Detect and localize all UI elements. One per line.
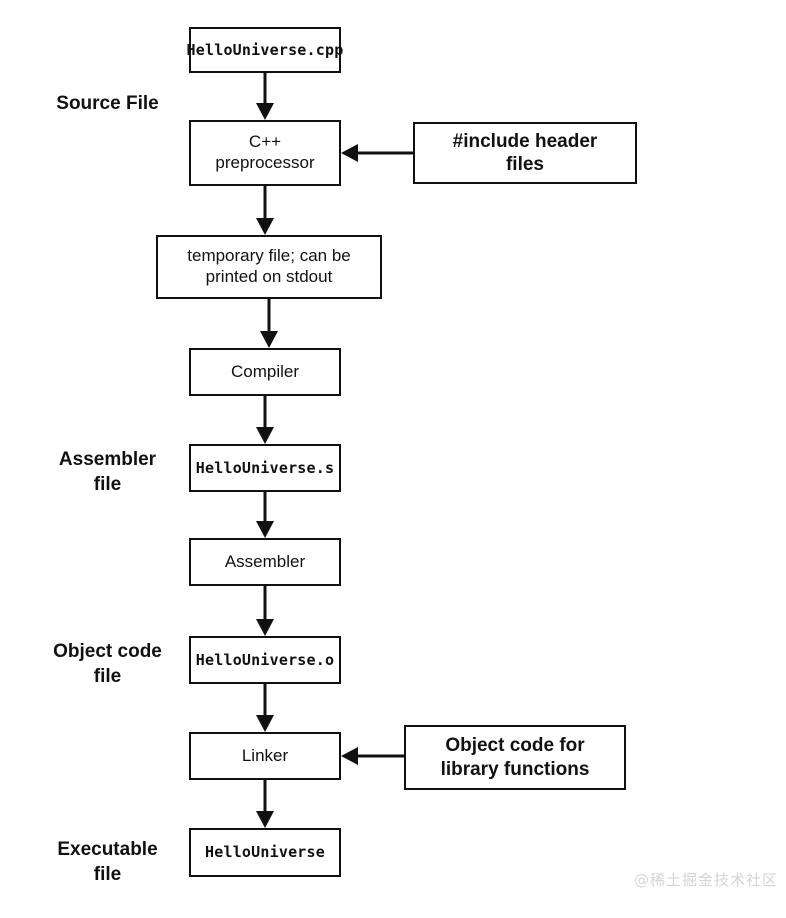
edge-linker-to-executable (256, 780, 274, 828)
include-header-node: #include header files (413, 122, 637, 184)
edge-include-to-preprocessor-arrowhead (341, 144, 358, 162)
preprocessor-node: C++ preprocessor (189, 120, 341, 186)
stage-label-1: Assembler file (58, 449, 157, 495)
edge-library-to-linker-arrowhead (341, 747, 358, 765)
edge-preprocessor-to-temp-arrowhead (256, 218, 274, 235)
watermark-text: @稀土掘金技术社区 (634, 871, 779, 889)
edge-assembler-to-object (256, 586, 274, 636)
library-objects-node: Object code for library functions (404, 725, 626, 790)
executable-node: HelloUniverse (189, 828, 341, 877)
stage-label-3: Executable file (57, 839, 158, 885)
edge-compiler-to-assembly-arrowhead (256, 427, 274, 444)
stage-label-0: Source File (56, 93, 159, 114)
source-file-node: HelloUniverse.cpp (187, 27, 343, 73)
edge-object-to-linker-arrowhead (256, 715, 274, 732)
edge-include-to-preprocessor (341, 144, 413, 162)
edge-assembler-to-object-arrowhead (256, 619, 274, 636)
edge-temp-to-compiler (260, 299, 278, 348)
edge-temp-to-compiler-arrowhead (260, 331, 278, 348)
edge-source-to-preprocessor (256, 73, 274, 120)
edge-preprocessor-to-temp (256, 186, 274, 235)
edge-source-to-preprocessor-arrowhead (256, 103, 274, 120)
edge-library-to-linker (341, 747, 404, 765)
edge-assembly-to-assembler (256, 492, 274, 538)
assembly-file-node: HelloUniverse.s (189, 444, 341, 492)
edge-compiler-to-assembly (256, 396, 274, 444)
linker-node: Linker (189, 732, 341, 780)
edge-object-to-linker (256, 684, 274, 732)
temporary-file-node: temporary file; can be printed on stdout (156, 235, 382, 299)
edge-linker-to-executable-arrowhead (256, 811, 274, 828)
object-file-node: HelloUniverse.o (189, 636, 341, 684)
stage-label-2: Object code file (53, 641, 162, 687)
edge-assembly-to-assembler-arrowhead (256, 521, 274, 538)
assembler-node: Assembler (189, 538, 341, 586)
compiler-node: Compiler (189, 348, 341, 396)
